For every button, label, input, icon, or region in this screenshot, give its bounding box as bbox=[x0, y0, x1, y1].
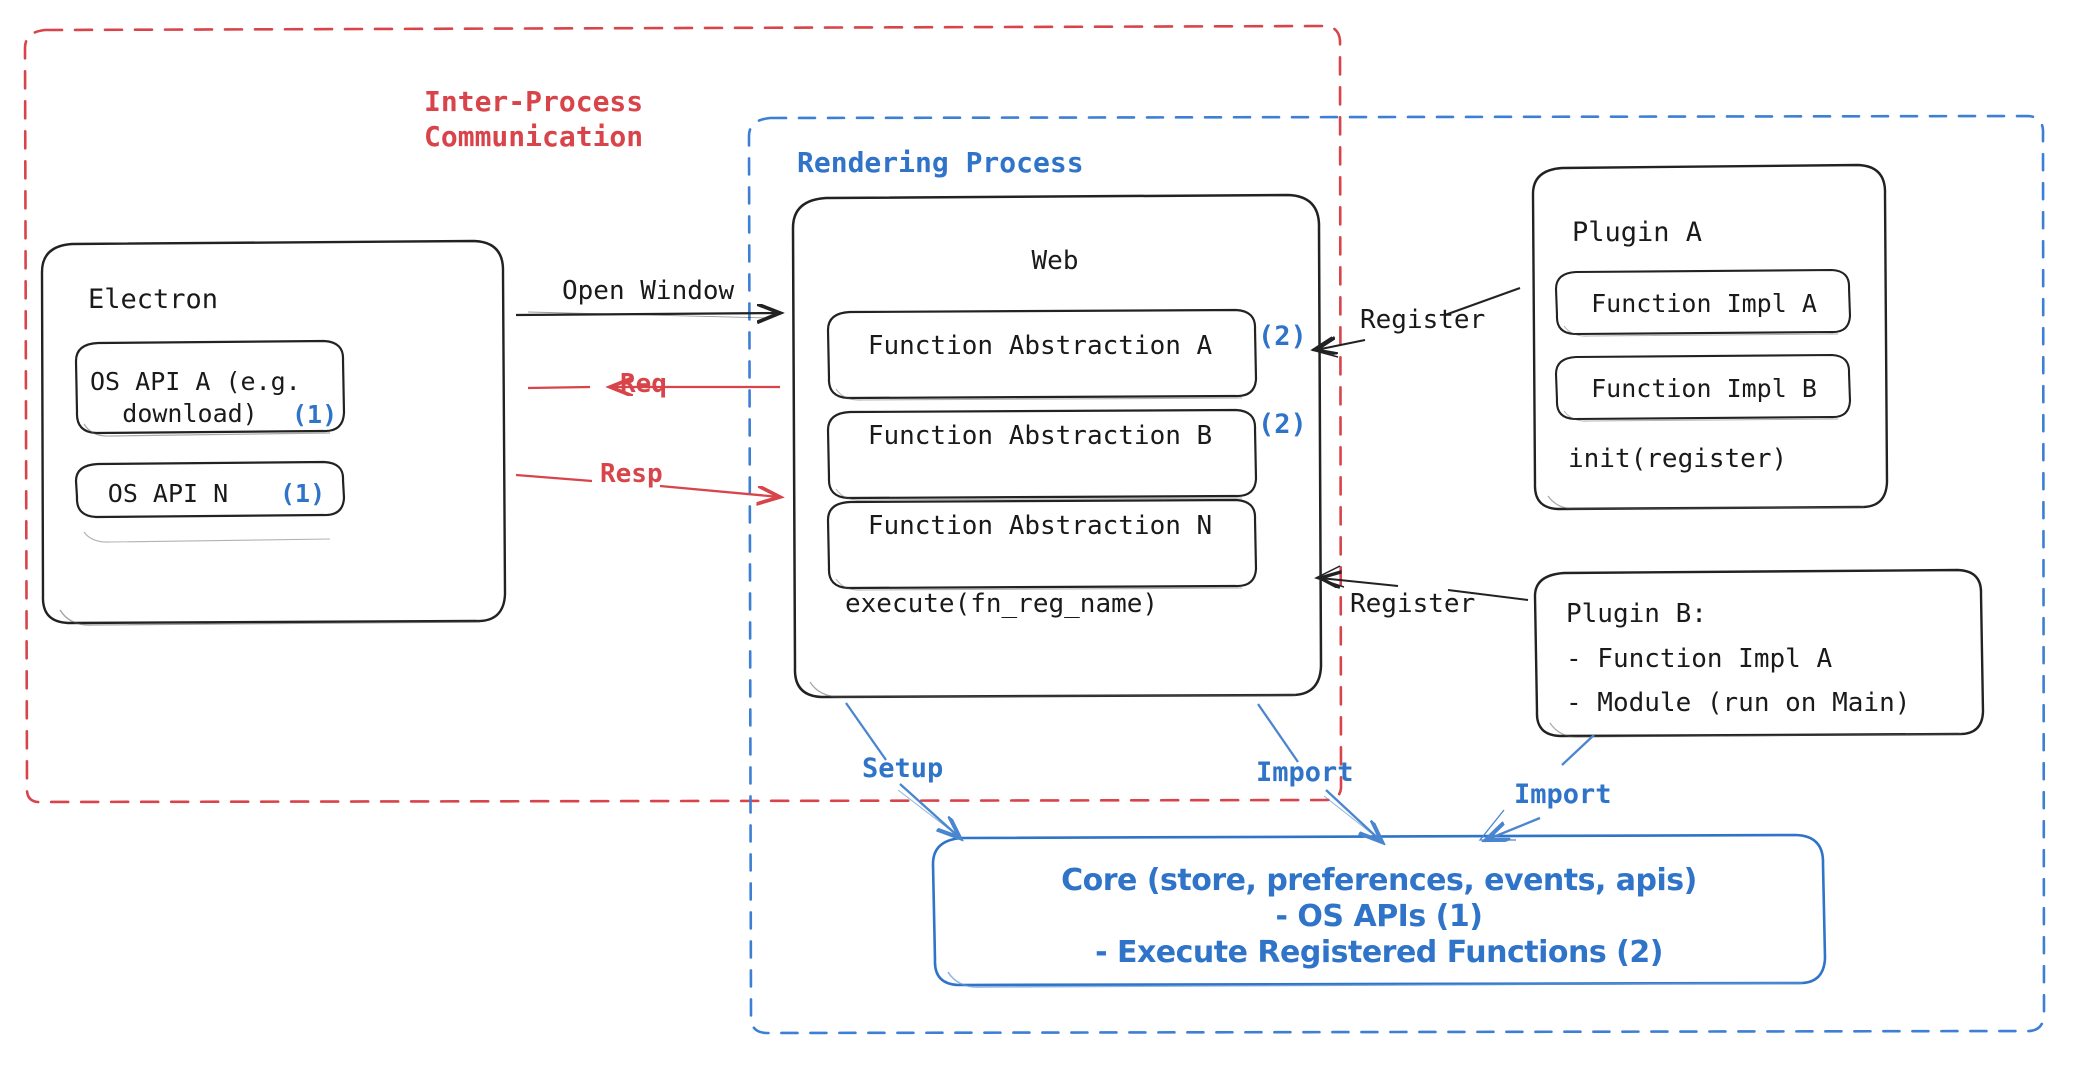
edge-open-window bbox=[515, 312, 780, 318]
plugin-b-line-0: Plugin B: bbox=[1566, 599, 1707, 629]
function-abstraction-b-label: Function Abstraction B bbox=[867, 421, 1213, 451]
plugin-a-footer: init(register) bbox=[1568, 444, 1788, 474]
rendering-process-label: Rendering Process bbox=[797, 146, 1084, 179]
edge-register-plugin-b-label: Register bbox=[1350, 589, 1476, 619]
edge-register-plugin-a-label: Register bbox=[1360, 305, 1486, 335]
edge-open-window-label: Open Window bbox=[562, 276, 735, 306]
edge-setup-label: Setup bbox=[862, 753, 944, 784]
edge-resp-label: Resp bbox=[600, 459, 663, 489]
core-line-1: - OS APIs (1) bbox=[1275, 899, 1483, 934]
function-abstraction-a-label: Function Abstraction A bbox=[867, 331, 1213, 361]
web-title: Web bbox=[1031, 246, 1079, 276]
plugin-a-item-1: Function Impl B bbox=[1591, 374, 1817, 403]
function-abstraction-n-label: Function Abstraction N bbox=[867, 511, 1213, 541]
ipc-container-label: Inter-Process bbox=[424, 85, 644, 118]
edge-import-plugin-b-label: Import bbox=[1514, 779, 1612, 810]
edge-req-label: Req bbox=[620, 369, 667, 399]
plugin-b-line-2: - Module (run on Main) bbox=[1566, 688, 1911, 718]
plugin-a-title: Plugin A bbox=[1572, 217, 1703, 248]
plugin-b-line-1: - Function Impl A bbox=[1566, 644, 1833, 674]
web-execute-label: execute(fn_reg_name) bbox=[845, 589, 1159, 619]
os-api-a-label: OS API A (e.g. download) bbox=[90, 367, 301, 428]
function-abstraction-b-marker: (2) bbox=[1258, 409, 1307, 440]
function-abstraction-a-marker: (2) bbox=[1258, 321, 1307, 352]
os-api-a-marker: (1) bbox=[292, 400, 338, 429]
edge-import-web-label: Import bbox=[1256, 757, 1354, 788]
core-line-0: Core (store, preferences, events, apis) bbox=[1061, 863, 1697, 898]
os-api-n-label: OS API N bbox=[107, 479, 229, 508]
core-line-2: - Execute Registered Functions (2) bbox=[1095, 935, 1663, 970]
electron-title: Electron bbox=[88, 284, 219, 315]
plugin-a-item-0: Function Impl A bbox=[1591, 289, 1817, 318]
ipc-container-label-2: Communication bbox=[424, 120, 644, 153]
os-api-n-marker: (1) bbox=[280, 479, 326, 508]
